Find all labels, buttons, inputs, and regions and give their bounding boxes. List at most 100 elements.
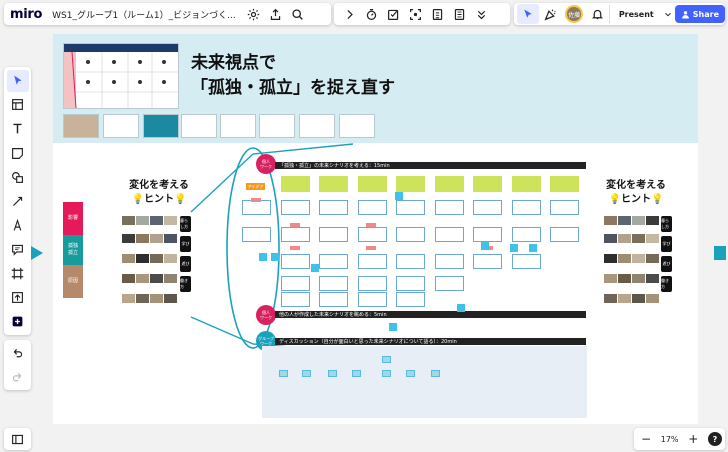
scenario-card[interactable]: [396, 200, 425, 215]
scenario-card[interactable]: [435, 254, 464, 269]
discussion-note[interactable]: [302, 370, 311, 377]
sidebar-toggle-icon[interactable]: [4, 428, 31, 450]
scenario-card[interactable]: [281, 292, 310, 307]
individual-work-tag-1[interactable]: 個人 ワーク: [256, 154, 276, 174]
text-icon[interactable]: [7, 118, 29, 140]
discussion-note[interactable]: [352, 370, 361, 377]
upload-file-icon[interactable]: [7, 287, 29, 309]
blue-sticky[interactable]: [529, 244, 537, 252]
right-edge-indicator[interactable]: [714, 246, 726, 260]
photo-tile[interactable]: [632, 216, 645, 225]
blue-sticky[interactable]: [510, 244, 518, 252]
scenario-card[interactable]: [281, 254, 310, 269]
scenario-card[interactable]: [396, 254, 425, 269]
templates-icon[interactable]: [7, 94, 29, 116]
left-tag-play[interactable]: 遊び: [180, 256, 191, 272]
sticky-note[interactable]: [319, 176, 348, 192]
photo-tile[interactable]: [150, 216, 163, 225]
scenario-card[interactable]: [550, 200, 579, 215]
photo-tile[interactable]: [150, 234, 163, 243]
scenario-card[interactable]: [512, 200, 541, 215]
slide-thumbnail[interactable]: [103, 114, 139, 138]
more-chevron-icon[interactable]: [470, 3, 492, 25]
scenario-card[interactable]: [358, 254, 387, 269]
photo-tile[interactable]: [164, 234, 177, 243]
photo-tile[interactable]: [646, 254, 659, 263]
present-chevron-icon[interactable]: [663, 3, 673, 25]
list-icon[interactable]: [448, 3, 470, 25]
left-edge-indicator[interactable]: [31, 246, 43, 260]
sticky-note[interactable]: [435, 176, 464, 192]
help-button[interactable]: ?: [707, 432, 722, 446]
photo-tile[interactable]: [646, 294, 659, 303]
select-cursor-icon[interactable]: [6, 70, 29, 92]
share-button[interactable]: Share: [674, 5, 725, 23]
photo-tile[interactable]: [632, 234, 645, 243]
photo-tile[interactable]: [136, 216, 149, 225]
chevron-right-icon[interactable]: [338, 3, 360, 25]
left-tag-work[interactable]: 働き方: [180, 276, 191, 292]
scenario-card[interactable]: [396, 276, 425, 291]
miro-logo[interactable]: miro: [10, 6, 43, 22]
search-icon[interactable]: [286, 3, 308, 25]
photo-tile[interactable]: [150, 274, 163, 283]
upload-icon[interactable]: [264, 3, 286, 25]
photo-tile[interactable]: [632, 294, 645, 303]
slide-thumbnail[interactable]: [259, 114, 295, 138]
pen-icon[interactable]: [7, 215, 29, 237]
zoom-in-button[interactable]: +: [688, 432, 699, 446]
scenario-card[interactable]: [319, 200, 348, 215]
scenario-card[interactable]: [435, 200, 464, 215]
photo-tile[interactable]: [150, 254, 163, 263]
sticky-note[interactable]: [473, 176, 502, 192]
photo-tile[interactable]: [164, 216, 177, 225]
pink-tag[interactable]: [251, 198, 261, 202]
scenario-card[interactable]: [473, 200, 502, 215]
scenario-card[interactable]: [281, 227, 310, 242]
scenario-card[interactable]: [281, 276, 310, 291]
blue-sticky[interactable]: [259, 253, 267, 261]
discussion-note[interactable]: [431, 370, 440, 377]
present-button[interactable]: Present: [608, 5, 663, 23]
right-tag-living[interactable]: 暮らし方: [661, 216, 672, 232]
calculator-icon[interactable]: [426, 3, 448, 25]
scenario-card[interactable]: [358, 227, 387, 242]
discussion-note[interactable]: [279, 370, 288, 377]
photo-tile[interactable]: [604, 254, 617, 263]
scenario-card[interactable]: [358, 276, 387, 291]
right-tag-play[interactable]: 遊び: [661, 256, 672, 272]
sticky-note[interactable]: [512, 176, 541, 192]
scenario-card[interactable]: [473, 227, 502, 242]
scenario-card[interactable]: [358, 200, 387, 215]
pink-tag[interactable]: [366, 223, 376, 227]
pink-tag[interactable]: [290, 223, 300, 227]
scenario-card[interactable]: [358, 292, 387, 307]
category-cause[interactable]: 原因: [63, 265, 83, 298]
board-title[interactable]: WS1_グループ1（ルーム1）_ビジョンづく...: [52, 10, 236, 21]
discussion-note[interactable]: [382, 356, 391, 363]
photo-tile[interactable]: [164, 254, 177, 263]
comment-icon[interactable]: [7, 239, 29, 261]
slide-thumbnail[interactable]: [63, 114, 99, 138]
discussion-area[interactable]: [262, 346, 587, 418]
sticky-note-icon[interactable]: [7, 142, 29, 164]
shapes-icon[interactable]: [7, 166, 29, 188]
scenario-card[interactable]: [435, 276, 464, 291]
category-isolation[interactable]: 孤独 孤立: [63, 235, 83, 265]
slide-thumbnail[interactable]: [339, 114, 375, 138]
right-tag-work[interactable]: 働き方: [661, 276, 672, 292]
photo-tile[interactable]: [632, 254, 645, 263]
photo-tile[interactable]: [122, 254, 135, 263]
photo-tile[interactable]: [122, 234, 135, 243]
blue-sticky[interactable]: [389, 323, 397, 331]
photo-tile[interactable]: [618, 216, 631, 225]
photo-tile[interactable]: [150, 294, 163, 303]
photo-tile[interactable]: [618, 294, 631, 303]
avatar[interactable]: 佐藤: [565, 5, 584, 23]
individual-work-tag-2[interactable]: 個人 ワーク: [256, 305, 276, 325]
celebrate-icon[interactable]: [540, 3, 562, 25]
scenario-card[interactable]: [319, 227, 348, 242]
slide-thumbnail[interactable]: [181, 114, 217, 138]
scenario-card[interactable]: [319, 292, 348, 307]
diagram-thumbnail[interactable]: [63, 43, 179, 109]
